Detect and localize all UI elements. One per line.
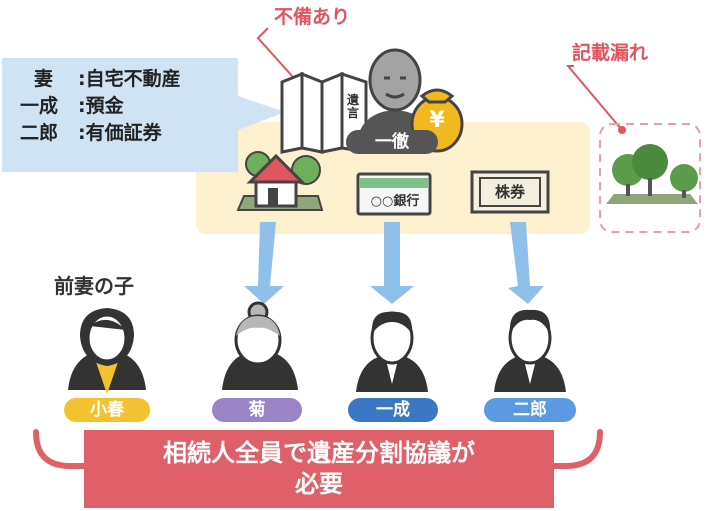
heir-name-badge-koharu: 小春: [64, 398, 150, 422]
assignment-row: 妻:自宅不動産: [20, 66, 181, 93]
assignment-what: 有価証券: [85, 122, 162, 144]
assignment-what: 預金: [85, 95, 124, 117]
banner-background: [84, 430, 554, 508]
conclusion-banner: 相続人全員で遺産分割協議が 必要: [84, 438, 554, 500]
assignment-who: 妻: [34, 68, 54, 90]
heir-name-badge-kiku: 菊: [212, 398, 302, 422]
deceased-name-badge: 一徹: [346, 130, 438, 154]
heir-figure-kazunari: [356, 311, 428, 392]
banner-left-bracket: [33, 429, 89, 469]
bankbook-icon: [356, 172, 432, 216]
banner-right-bracket: [545, 429, 603, 469]
will-content-callout: [2, 58, 285, 172]
heir-name-badge-jiro: 二郎: [484, 398, 576, 422]
distribution-arrows: [244, 222, 544, 304]
heir-figure-koharu: [68, 308, 146, 394]
will-title: 遺言: [346, 93, 359, 120]
house-icon: [236, 151, 324, 211]
omission-leader-line: [565, 65, 623, 131]
bank-name: ○○銀行: [370, 194, 420, 209]
assignment-what: 自宅不動産: [85, 68, 181, 90]
banner-line-1: 相続人全員で遺産分割協議が: [163, 439, 475, 467]
banner-line-2: 必要: [295, 470, 343, 498]
heir-figure-kiku: [222, 301, 298, 390]
assignment-who: 一成: [20, 95, 59, 117]
heir-name-badge-kazunari: 一成: [348, 398, 438, 422]
assignment-row: 一成:預金: [20, 93, 181, 120]
incomplete-label: 不備あり: [274, 6, 351, 28]
stock-label: 株券: [494, 183, 525, 201]
will-assignment-list: 妻:自宅不動産 一成:預金 二郎:有価証券: [20, 66, 181, 147]
forest-icon: [606, 144, 698, 204]
assignment-row: 二郎:有価証券: [20, 120, 181, 147]
omission-label: 記載漏れ: [572, 42, 649, 64]
heir-figure-jiro: [494, 309, 566, 392]
former-wife-child-label: 前妻の子: [54, 274, 134, 298]
stock-certificate-icon: [470, 170, 550, 214]
assignment-who: 二郎: [20, 122, 59, 144]
yen-symbol: ¥: [429, 108, 445, 133]
